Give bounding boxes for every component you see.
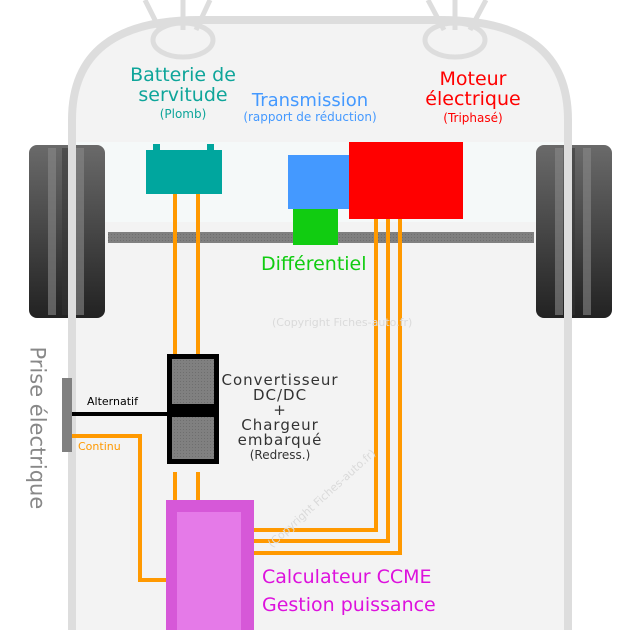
converter-line4: Chargeur (241, 416, 319, 434)
converter-line5: embarqué (237, 431, 323, 449)
battery-icon (146, 144, 222, 194)
transmission-subtitle: (rapport de réduction) (243, 110, 377, 124)
ccme-line1: Calculateur CCME (262, 566, 432, 588)
converter-charger-block (167, 354, 219, 464)
ccme-block (166, 500, 254, 630)
wire-dc-plug-ccme (72, 434, 166, 582)
battery-title-line1: Batterie de (130, 64, 236, 86)
motor-subtitle: (Triphasé) (443, 111, 503, 125)
motor-title-line2: électrique (425, 88, 521, 110)
car-body-outline (68, 16, 572, 630)
differential-label: Différentiel (261, 253, 367, 275)
transmission-label: Transmission (rapport de réduction) (240, 90, 380, 124)
ccme-label: Calculateur CCME Gestion puissance (262, 568, 436, 615)
wires-motor-ccme (252, 218, 402, 555)
plug-socket-icon (62, 378, 72, 452)
transmission-title: Transmission (251, 90, 369, 111)
ac-label: Alternatif (87, 395, 138, 408)
motor-label: Moteur électrique (Triphasé) (420, 68, 526, 125)
plug-title: Prise électrique (25, 346, 50, 510)
car-body-side-right (564, 140, 572, 630)
converter-label: Convertisseur DC/DC + Chargeur embarqué … (218, 371, 342, 462)
tire-left-icon (29, 145, 105, 318)
converter-line1: Convertisseur (221, 371, 339, 389)
transmission-block (288, 155, 350, 209)
converter-line2: DC/DC (252, 386, 308, 404)
watermark-horizontal: (Copyright Fiches-auto.fr) (272, 316, 412, 329)
motor-block (349, 142, 463, 219)
dc-label: Continu (78, 440, 121, 453)
battery-label: Batterie de servitude (Plomb) (118, 64, 248, 121)
wires-battery-converter (173, 192, 200, 356)
battery-subtitle: (Plomb) (159, 107, 207, 121)
converter-line3: + (273, 401, 287, 419)
motor-title-line1: Moteur (439, 68, 507, 90)
ccme-line2: Gestion puissance (262, 594, 436, 616)
wires-converter-ccme (173, 472, 200, 502)
tire-right-icon (536, 145, 612, 318)
differential-block (293, 209, 338, 245)
battery-title-line2: servitude (138, 84, 228, 106)
converter-line6: (Redress.) (249, 448, 311, 462)
